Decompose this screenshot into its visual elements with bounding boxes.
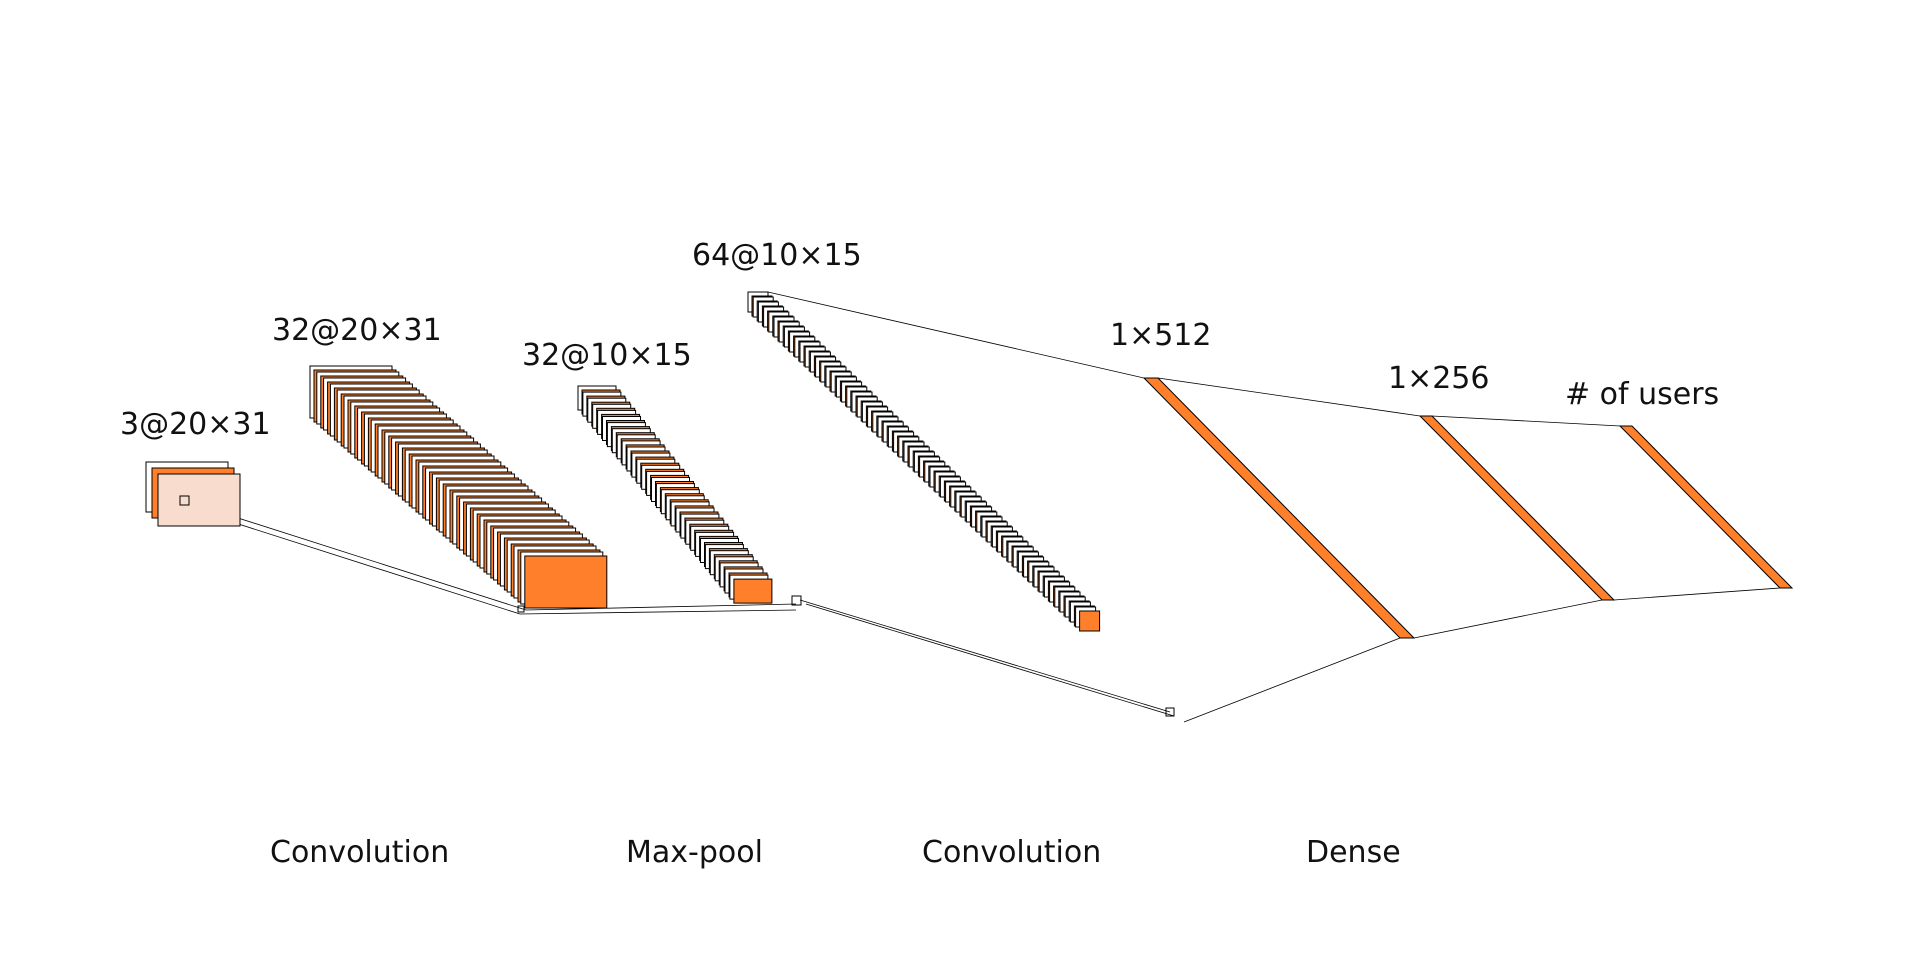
connector-dense2-output — [1613, 587, 1781, 601]
pool1-stack-map — [733, 578, 773, 604]
connector-conv2-dense1 — [1183, 637, 1401, 723]
operation-label-dense: Dense — [1306, 835, 1401, 870]
connector-dense1-dense2 — [1413, 599, 1603, 639]
connector-pool1-conv2 — [805, 603, 1175, 717]
input-stack — [145, 461, 241, 527]
layer-label-pool1: 32@10×15 — [522, 338, 692, 373]
kernel-patch-pool1 — [791, 595, 802, 606]
kernel-patches — [179, 495, 1175, 717]
connector-dense1-dense2 — [1157, 377, 1421, 417]
feature-map-stacks — [145, 291, 1101, 632]
layer-label-input: 3@20×31 — [120, 407, 271, 442]
output-bar — [1618, 425, 1794, 589]
layer-label-dense2: 1×256 — [1388, 361, 1489, 396]
kernel-patch-conv2 — [1165, 707, 1175, 717]
connector-input-conv1 — [187, 501, 527, 611]
conv1-stack — [309, 365, 608, 609]
operation-label-convolution-2: Convolution — [922, 835, 1101, 870]
layer-label-dense1: 1×512 — [1110, 318, 1211, 353]
dense1-bar — [1142, 377, 1416, 639]
operation-label-convolution-1: Convolution — [270, 835, 449, 870]
connector-dense2-output — [1431, 415, 1621, 427]
kernel-patch-input — [179, 495, 190, 506]
connector-conv1-pool1 — [525, 603, 797, 611]
layer-label-conv2: 64@10×15 — [692, 238, 862, 273]
connector-pool1-conv2 — [799, 599, 1171, 713]
operation-label-max-pool: Max-pool — [626, 835, 763, 870]
dense-layers — [1142, 377, 1794, 639]
conv2-stack-map — [1079, 610, 1101, 632]
connector-conv2-dense1 — [767, 291, 1145, 379]
conv2-stack — [747, 291, 1101, 632]
dense2-bar — [1418, 415, 1616, 601]
layer-label-output: # of users — [1565, 377, 1719, 412]
pool1-stack — [577, 385, 773, 604]
conv1-stack-map — [524, 555, 608, 609]
layer-label-conv1: 32@20×31 — [272, 313, 442, 348]
connector-conv1-pool1 — [519, 609, 797, 615]
input-map — [157, 473, 241, 527]
kernel-patch-conv1 — [517, 605, 525, 613]
